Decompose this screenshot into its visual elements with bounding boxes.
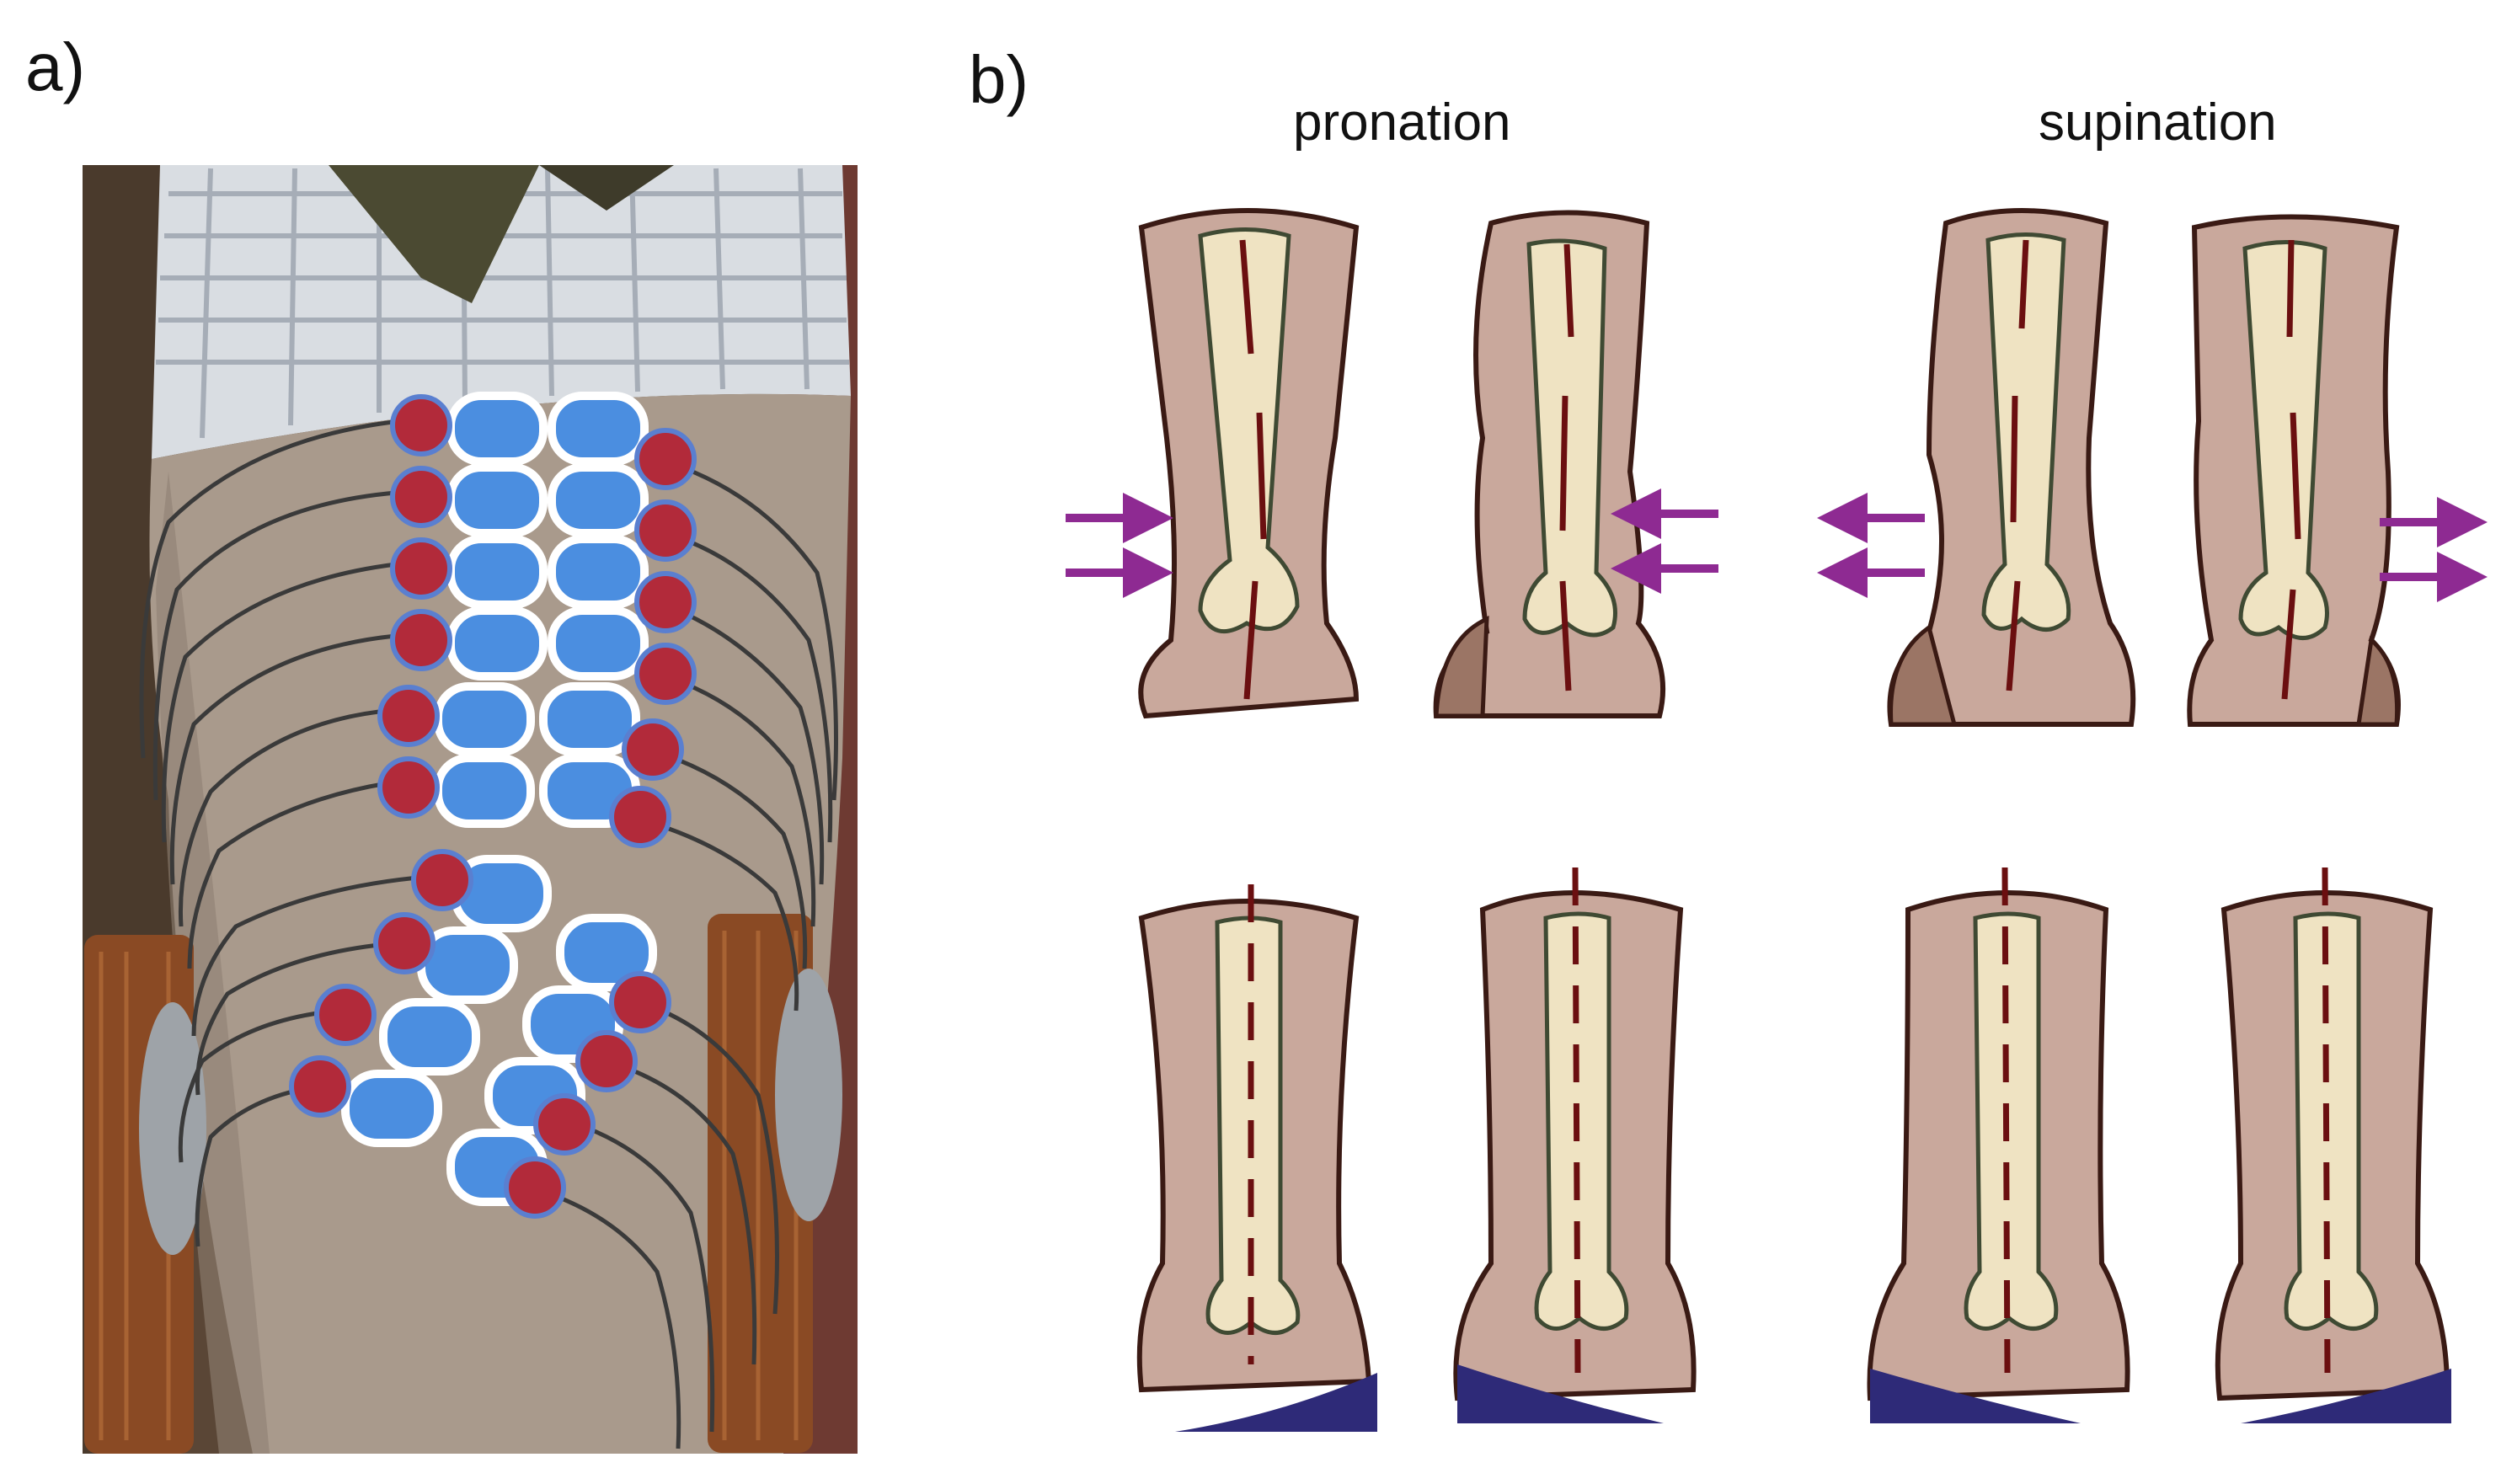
electrode-array bbox=[289, 392, 697, 1219]
panel-b-label: b) bbox=[969, 42, 1029, 117]
panel-a-label: a) bbox=[25, 29, 86, 104]
pronation-corrected-2 bbox=[1453, 867, 1697, 1423]
pronation-rear-view-1 bbox=[1066, 208, 1360, 719]
pronation-title: pronation bbox=[1293, 93, 1511, 152]
pronation-corrected-1 bbox=[1136, 884, 1377, 1432]
supination-corrected-1 bbox=[1867, 867, 2130, 1423]
supination-title: supination bbox=[2039, 93, 2277, 152]
thigh-photo bbox=[83, 165, 858, 1454]
supination-rear-view-1 bbox=[1817, 208, 2136, 727]
supination-corrected-2 bbox=[2215, 867, 2451, 1423]
supination-rear-view-2 bbox=[2187, 214, 2488, 727]
pronation-rear-view-2 bbox=[1433, 210, 1718, 718]
